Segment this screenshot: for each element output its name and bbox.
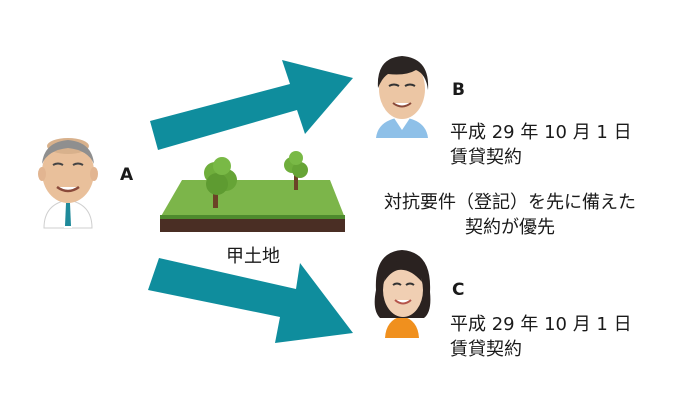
contract-c-type: 賃貸契約 [450,339,522,360]
contract-b-text: 平成 29 年 10 月 1 日 賃貸契約 [450,120,632,170]
contract-b-date: 平成 29 年 10 月 1 日 [450,122,632,143]
land-caption: 甲土地 [226,246,280,267]
person-a-avatar [38,138,98,229]
priority-note-line2: 契約が優先 [465,217,555,238]
person-c-avatar [374,250,431,338]
land-grass [160,180,345,218]
person-c-label: C [452,280,465,300]
arrow-a-to-b [150,60,353,150]
person-b-label: B [452,80,465,100]
land-grass-edge [160,215,345,220]
contract-b-type: 賃貸契約 [450,147,522,168]
contract-c-text: 平成 29 年 10 月 1 日 賃貸契約 [450,312,632,362]
tree-icon [284,151,308,190]
land-soil [160,219,345,232]
arrow-a-to-c [148,258,353,343]
priority-note: 対抗要件（登記）を先に備えた 契約が優先 [384,190,636,240]
person-b-avatar [376,56,429,138]
contract-c-date: 平成 29 年 10 月 1 日 [450,314,632,335]
person-a-label: A [120,165,134,185]
priority-note-line1: 対抗要件（登記）を先に備えた [384,192,636,213]
land-plot [160,151,345,232]
tree-icon [204,157,237,208]
